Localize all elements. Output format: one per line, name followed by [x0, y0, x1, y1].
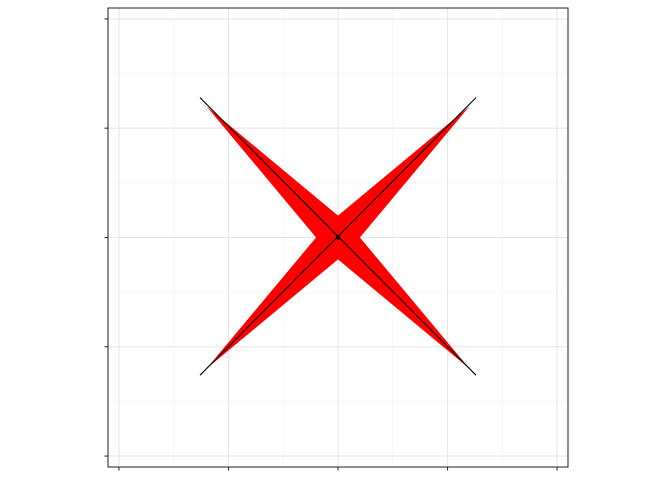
- x-axis-ticks: [118, 467, 558, 471]
- center-point: [335, 235, 341, 240]
- shape-layer: [199, 97, 477, 376]
- y-axis-ticks: [104, 18, 108, 457]
